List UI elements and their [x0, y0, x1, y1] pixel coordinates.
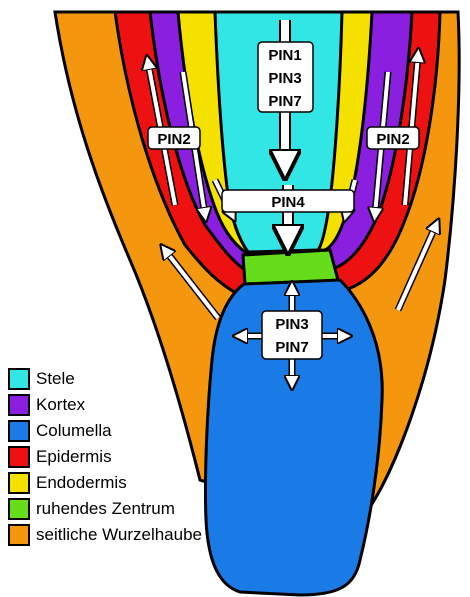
legend-swatch-endodermis	[8, 472, 30, 494]
legend-swatch-stele	[8, 368, 30, 390]
pin4-label: PIN4	[271, 194, 305, 211]
legend-label-columella: Columella	[36, 421, 112, 441]
legend-label-epidermis: Epidermis	[36, 447, 112, 467]
legend-item-seitliche-wurzelhaube: seitliche Wurzelhaube	[8, 522, 202, 548]
legend-item-kortex: Kortex	[8, 392, 202, 418]
legend-item-columella: Columella	[8, 418, 202, 444]
stele-label-pin7: PIN7	[268, 93, 301, 110]
legend: Stele Kortex Columella Epidermis Endoder…	[8, 366, 202, 548]
legend-label-stele: Stele	[36, 369, 75, 389]
legend-item-stele: Stele	[8, 366, 202, 392]
legend-swatch-epidermis	[8, 446, 30, 468]
legend-item-epidermis: Epidermis	[8, 444, 202, 470]
legend-swatch-columella	[8, 420, 30, 442]
legend-label-seitliche-wurzelhaube: seitliche Wurzelhaube	[36, 525, 202, 545]
quiescent-center-region	[243, 250, 338, 284]
columella-label-pin7: PIN7	[275, 339, 308, 356]
stele-label-pin1: PIN1	[268, 47, 301, 64]
legend-label-endodermis: Endodermis	[36, 473, 127, 493]
legend-swatch-kortex	[8, 394, 30, 416]
legend-swatch-ruhendes-zentrum	[8, 498, 30, 520]
left-pin2-label: PIN2	[157, 131, 190, 148]
right-pin2-label: PIN2	[376, 131, 409, 148]
legend-label-kortex: Kortex	[36, 395, 85, 415]
legend-item-ruhendes-zentrum: ruhendes Zentrum	[8, 496, 202, 522]
columella-label-pin3: PIN3	[275, 316, 308, 333]
legend-swatch-seitliche-wurzelhaube	[8, 524, 30, 546]
legend-item-endodermis: Endodermis	[8, 470, 202, 496]
legend-label-ruhendes-zentrum: ruhendes Zentrum	[36, 499, 175, 519]
stele-label-pin3: PIN3	[268, 70, 301, 87]
